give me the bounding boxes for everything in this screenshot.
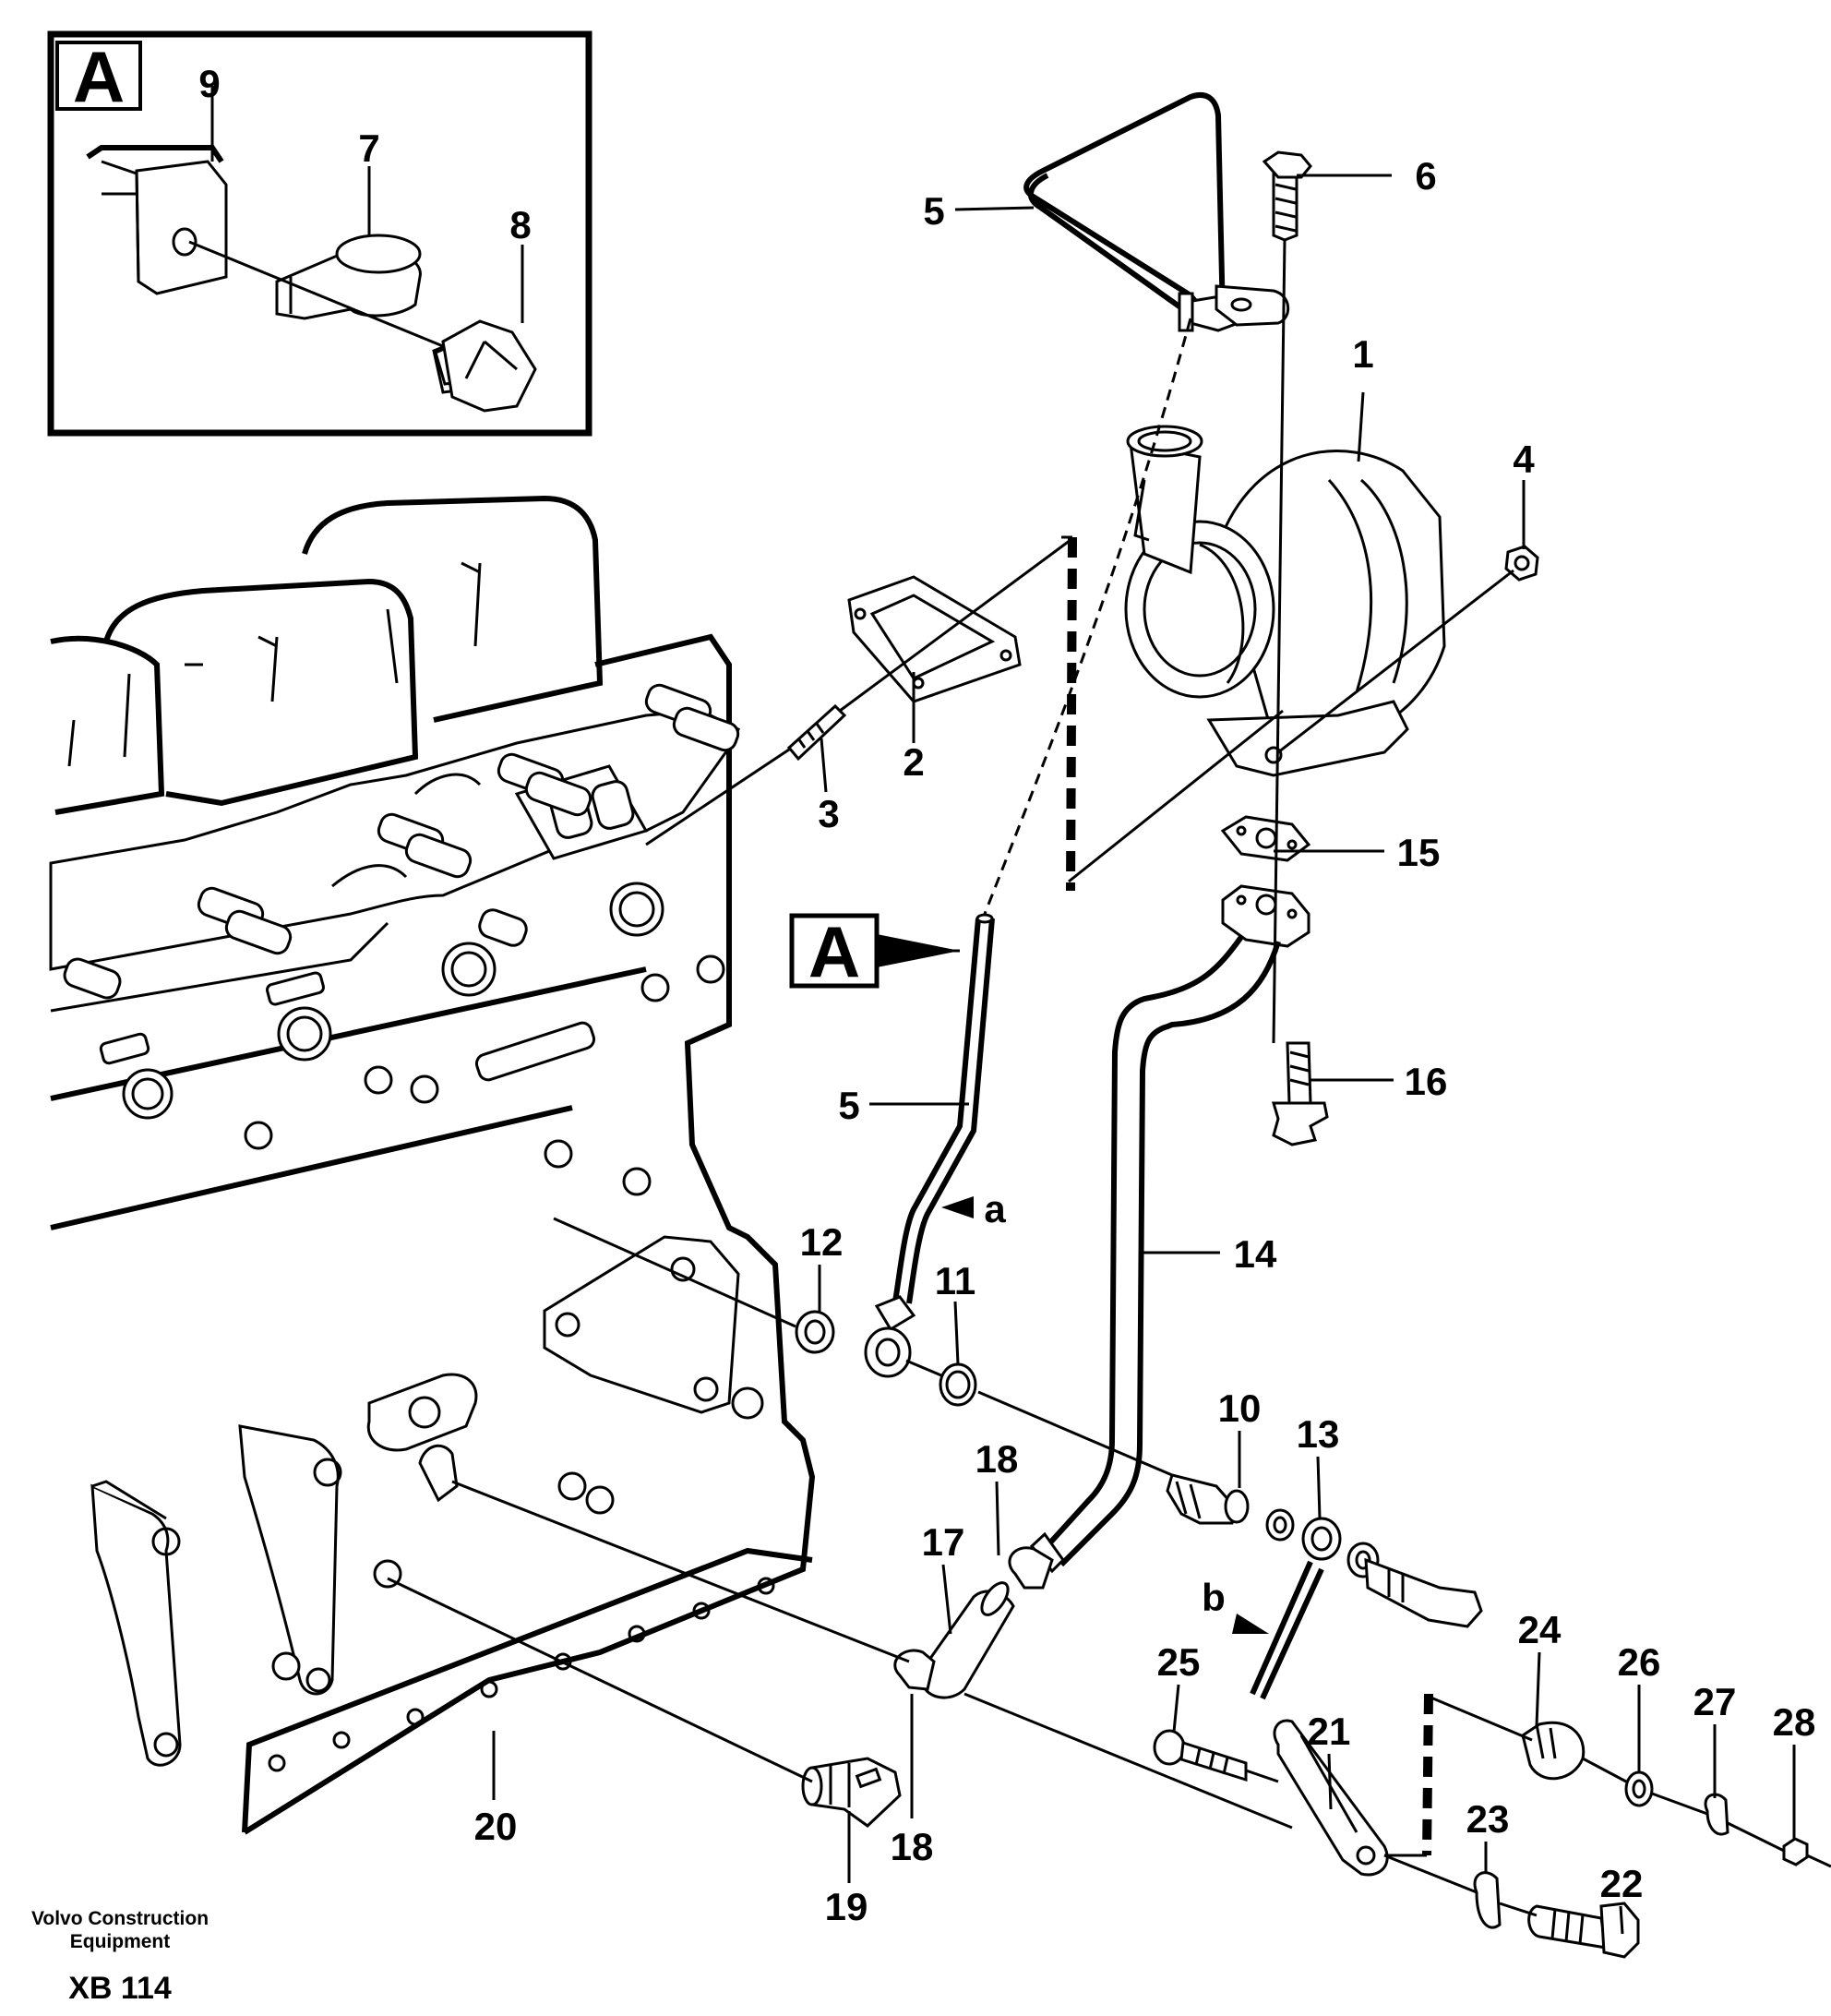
detail-view-a-inset: A 9 7 8 bbox=[47, 30, 592, 437]
tube-part-5-upper bbox=[1023, 92, 1290, 332]
hose-part-17 bbox=[921, 1581, 1015, 1699]
washer-part-26 bbox=[1624, 1770, 1654, 1807]
callout-a: a bbox=[984, 1187, 1006, 1230]
stud-part-3 bbox=[786, 703, 847, 762]
callout-12: 12 bbox=[800, 1220, 844, 1264]
callout-26: 26 bbox=[1618, 1640, 1661, 1684]
clamp-part-24 bbox=[1521, 1721, 1586, 1781]
callout-1: 1 bbox=[1352, 332, 1373, 376]
detail-a-title: A bbox=[73, 36, 125, 117]
company-name-line2: Equipment bbox=[70, 1931, 171, 1952]
washer-part-23 bbox=[1473, 1871, 1502, 1929]
callout-19: 19 bbox=[825, 1885, 868, 1928]
callout-21: 21 bbox=[1308, 1710, 1351, 1753]
oil-pan bbox=[242, 1547, 813, 1833]
nut-part-28 bbox=[1782, 1837, 1809, 1866]
view-a-marker-label: A bbox=[808, 911, 860, 992]
callout-6: 6 bbox=[1415, 154, 1436, 198]
callout-14: 14 bbox=[1234, 1232, 1277, 1276]
company-name-line1: Volvo Construction bbox=[31, 1908, 209, 1929]
callout-b: b bbox=[1202, 1576, 1226, 1619]
callout-numbers: 1 2 3 4 5 6 15 16 5 14 12 11 10 13 18 17… bbox=[474, 154, 1816, 1928]
arrow-a bbox=[941, 1196, 974, 1218]
bolt-part-25 bbox=[1153, 1729, 1248, 1782]
callout-3: 3 bbox=[818, 792, 839, 835]
callout-5-top: 5 bbox=[923, 189, 944, 233]
callout-leaders bbox=[492, 174, 1796, 1935]
bolt-part-6 bbox=[1262, 150, 1312, 242]
bracket-part-9 bbox=[86, 145, 228, 295]
callout-5-bottom: 5 bbox=[838, 1084, 859, 1127]
exhaust-manifold bbox=[49, 709, 741, 1013]
footer: Volvo Construction Equipment XB 114 bbox=[31, 1908, 209, 2006]
elbow-fitting-part-19 bbox=[801, 1757, 902, 1828]
callout-7: 7 bbox=[358, 126, 379, 170]
bolt-part-8 bbox=[188, 240, 537, 413]
nut-part-4 bbox=[1504, 545, 1539, 582]
oil-return-pipe-part-14 bbox=[1029, 884, 1310, 1574]
drawing-code: XB 114 bbox=[68, 1971, 172, 2006]
callout-24: 24 bbox=[1518, 1608, 1562, 1651]
tube-part-5-lower bbox=[874, 913, 995, 1332]
arrow-b bbox=[1232, 1614, 1269, 1634]
engine-block bbox=[49, 495, 816, 1835]
callout-27: 27 bbox=[1693, 1680, 1737, 1723]
callout-4: 4 bbox=[1513, 438, 1535, 481]
callout-18-top: 18 bbox=[975, 1437, 1019, 1481]
callout-23: 23 bbox=[1466, 1797, 1510, 1841]
callout-9: 9 bbox=[198, 62, 220, 105]
view-a-pointer: A bbox=[789, 911, 960, 992]
block-plugs bbox=[99, 882, 725, 1196]
callout-15: 15 bbox=[1397, 831, 1441, 874]
callout-18-bottom: 18 bbox=[891, 1825, 934, 1868]
gasket-part-15 bbox=[1220, 815, 1311, 862]
callout-16: 16 bbox=[1405, 1060, 1448, 1103]
hose-clamps-part-18 bbox=[893, 1546, 1054, 1691]
bolt-part-22 bbox=[1527, 1902, 1640, 1959]
reference-hatch-lines bbox=[1061, 535, 1433, 1857]
callout-8: 8 bbox=[509, 203, 531, 246]
callout-25: 25 bbox=[1157, 1640, 1201, 1684]
manifold-studs bbox=[63, 683, 740, 1000]
callout-20: 20 bbox=[474, 1805, 518, 1848]
callout-10: 10 bbox=[1218, 1386, 1262, 1430]
callout-13: 13 bbox=[1297, 1412, 1340, 1456]
callout-22: 22 bbox=[1600, 1862, 1644, 1905]
callout-2: 2 bbox=[903, 740, 924, 784]
bolt-part-16 bbox=[1271, 1041, 1329, 1146]
turbocharger-part-1 bbox=[1124, 425, 1446, 777]
callout-11: 11 bbox=[935, 1259, 975, 1302]
callout-28: 28 bbox=[1773, 1700, 1816, 1744]
washer-part-27 bbox=[1704, 1793, 1729, 1836]
banjo-fitting-assembly bbox=[795, 1310, 1483, 1700]
assembly-lines bbox=[387, 239, 1831, 1917]
engine-mount-brackets bbox=[90, 1373, 615, 1767]
callout-17: 17 bbox=[922, 1520, 965, 1564]
